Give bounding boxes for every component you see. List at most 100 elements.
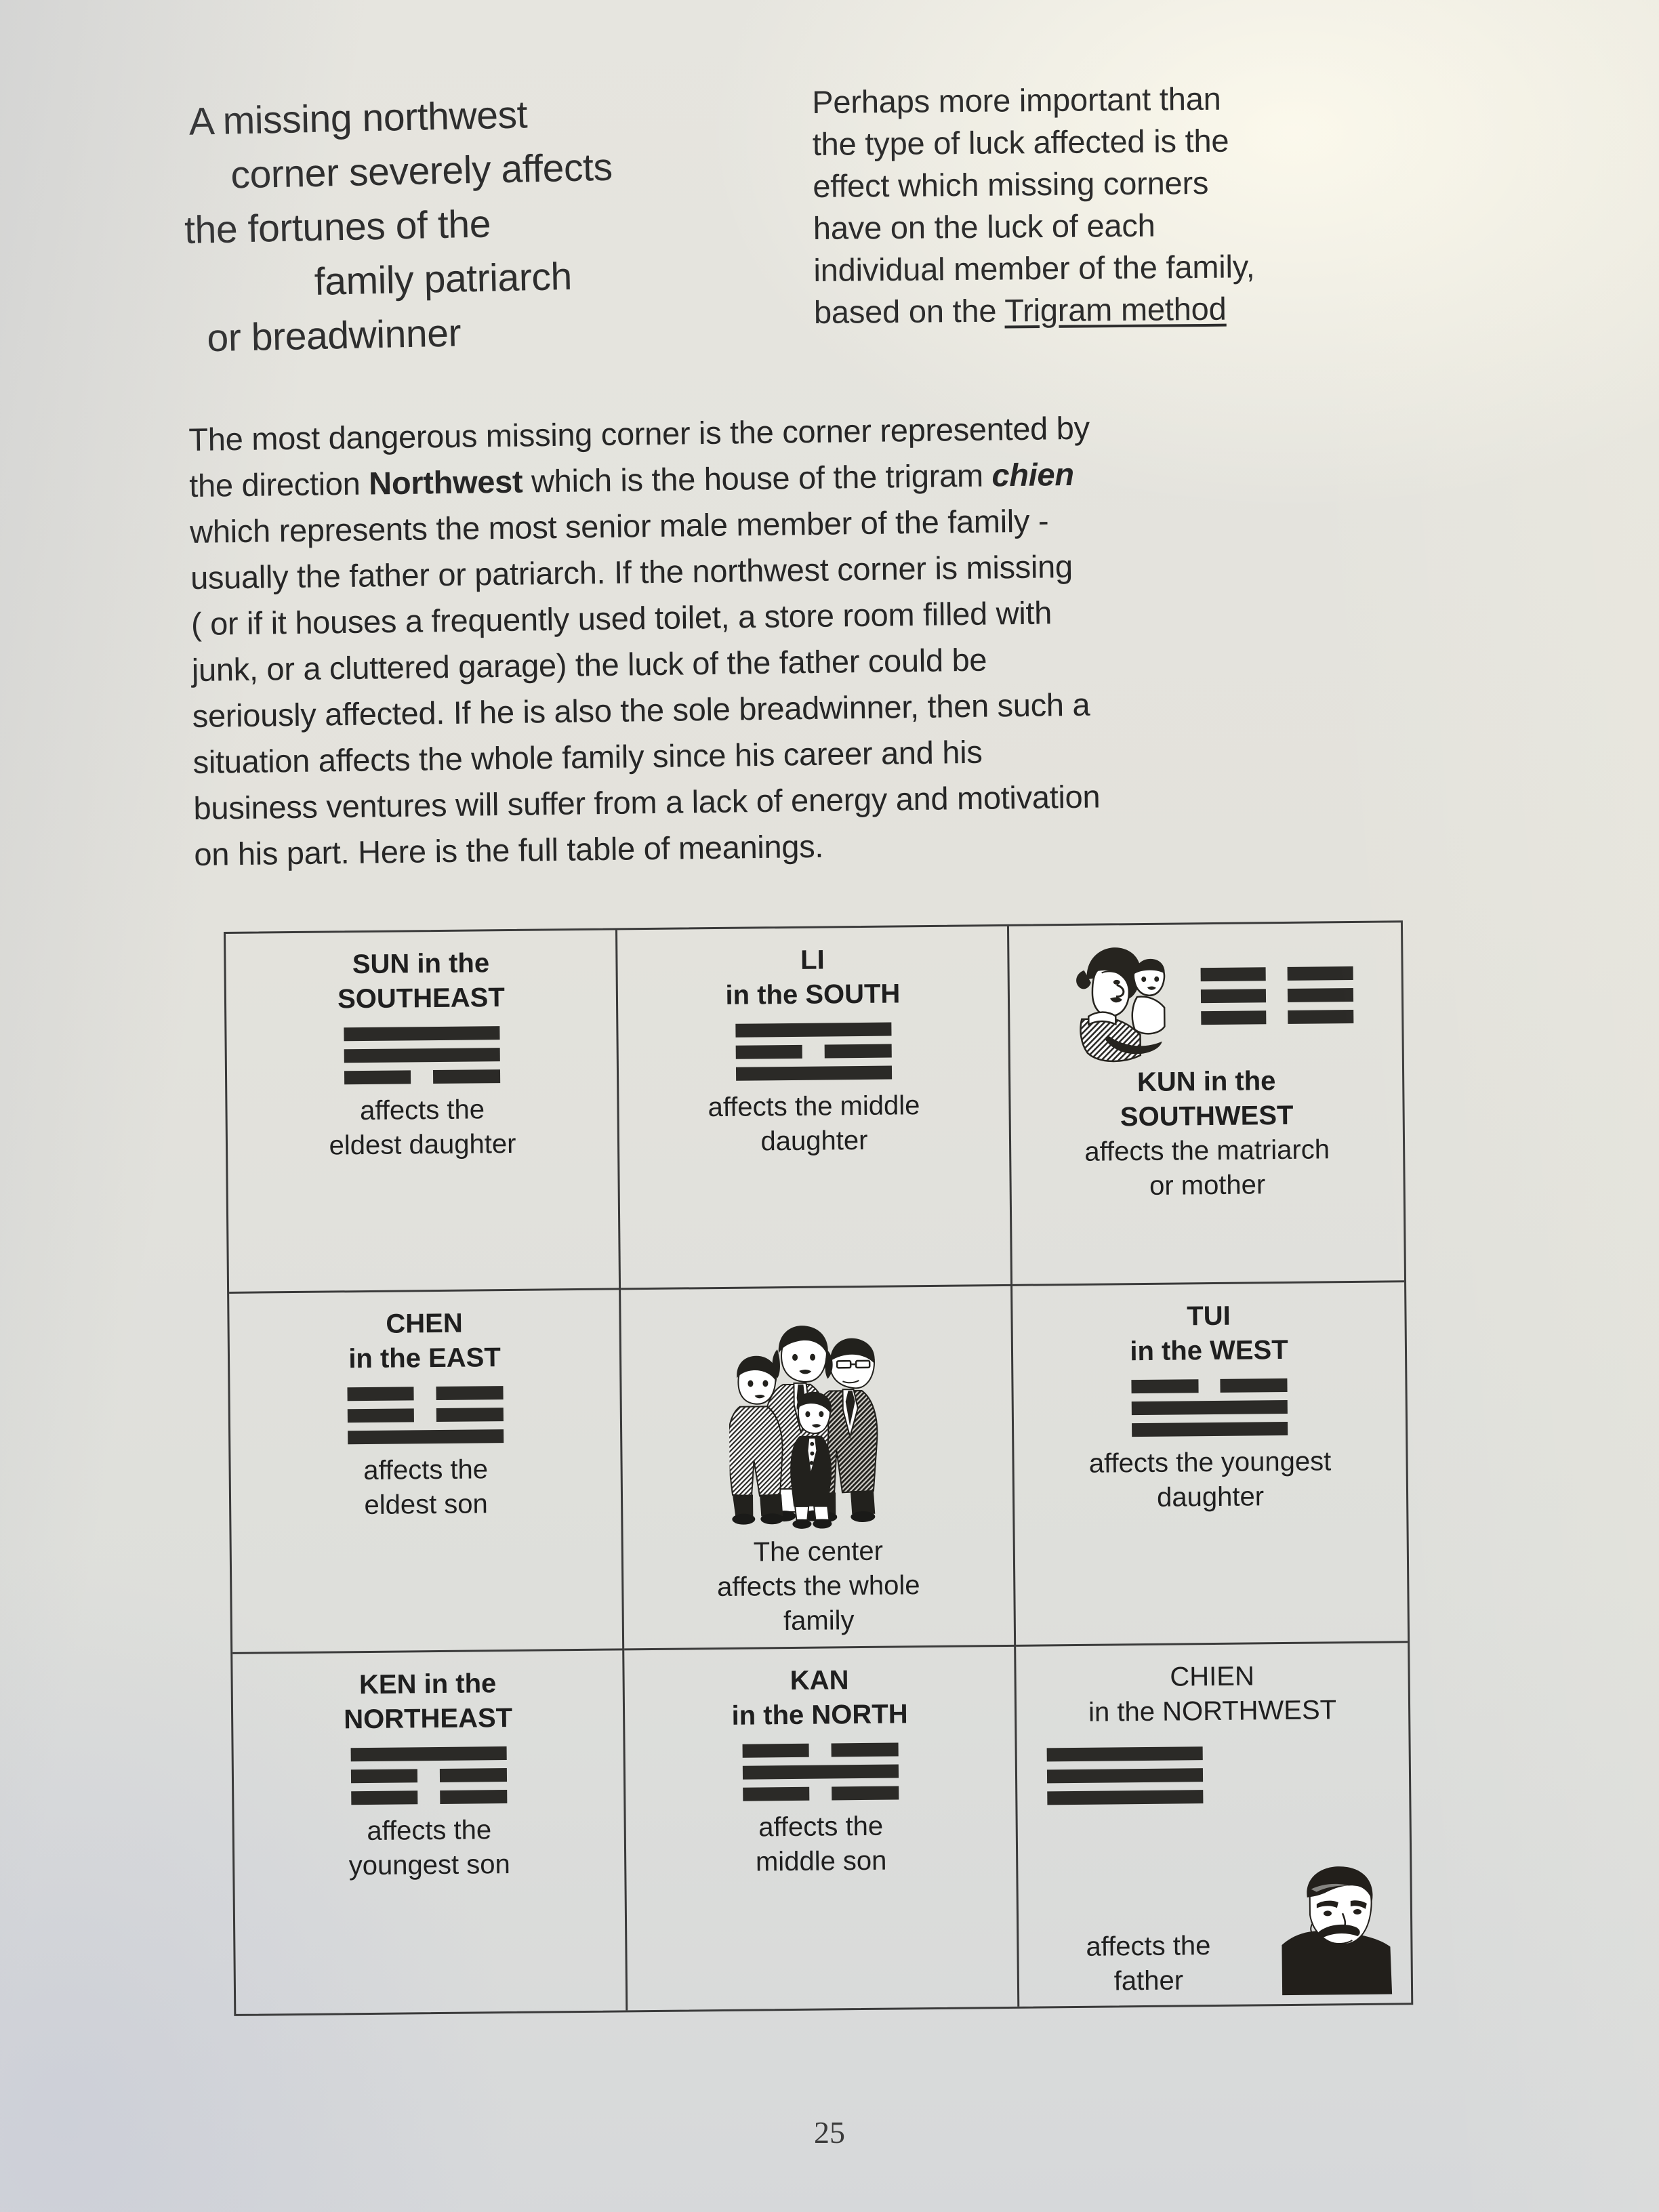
trigram-line-2-broken: [1200, 988, 1353, 1003]
cell-spacer: [430, 1883, 431, 2005]
cell-description-line: eldest daughter: [329, 1128, 516, 1161]
cell-title-line: KEN in the: [359, 1668, 497, 1700]
emphasis-italic: chien: [991, 455, 1075, 493]
cell-illustration-mother-and-child: [1058, 939, 1195, 1066]
cell-title-line: SOUTHWEST: [1120, 1100, 1294, 1132]
cell-title-line: in the NORTHWEST: [1088, 1694, 1337, 1727]
text-run: situation affects the whole family since…: [192, 733, 983, 780]
text-run: on his part. Here is the full table of m…: [194, 827, 824, 872]
trigram-li-south: [735, 1023, 892, 1081]
heading-right-line-4: have on the luck of each: [813, 207, 1155, 246]
trigram-method-prefix: based on the: [813, 292, 1005, 330]
cell-description-line: daughter: [760, 1125, 868, 1157]
father-portrait-icon: [1282, 1866, 1393, 1996]
heading-right-line-1: Perhaps more important than: [812, 80, 1221, 120]
kun-illustration-and-trigram: [1020, 937, 1391, 1066]
trigram-line-3-solid: [735, 1066, 891, 1081]
trigram-kan-north: [742, 1742, 899, 1801]
trigram-line-2-solid: [1047, 1768, 1203, 1783]
cell-description-line: middle son: [755, 1845, 887, 1877]
text-run: which represents the most senior male me…: [189, 502, 1049, 550]
trigram-ken-northeast: [350, 1746, 507, 1805]
cell-description-line: or mother: [1149, 1170, 1266, 1201]
cell-title-line: TUI: [1187, 1301, 1231, 1332]
cell-title-line: KUN in the: [1136, 1066, 1276, 1098]
cell-illustration-family-group: [727, 1311, 906, 1536]
emphasis-bold: Northwest: [368, 463, 523, 501]
trigram-sun-southeast: [344, 1026, 500, 1084]
trigram-line-3-solid: [1132, 1422, 1288, 1437]
trigram-line-3-solid: [348, 1429, 504, 1444]
trigram-line-1-solid: [344, 1026, 499, 1041]
cell-description-line: affects the: [363, 1454, 489, 1486]
cell-description-line: affects the: [367, 1814, 492, 1846]
cell-description-line: family: [783, 1605, 855, 1637]
cell-description-line: eldest son: [364, 1489, 488, 1521]
cell-description-line: daughter: [1156, 1481, 1265, 1513]
trigram-line-2-solid: [344, 1048, 499, 1063]
text-run: seriously affected. If he is also the so…: [192, 686, 1090, 734]
trigram-tui-west: [1131, 1378, 1288, 1437]
cell-description-line: affects the: [758, 1811, 884, 1843]
trigram-line-2-broken: [350, 1768, 506, 1783]
cell-title-line: CHEN: [386, 1308, 463, 1340]
family-group-icon: [727, 1326, 878, 1530]
trigram-line-3-broken: [743, 1786, 899, 1801]
body-paragraph: The most dangerous missing corner is the…: [188, 401, 1408, 878]
trigram-kun-southwest: [1200, 966, 1353, 1025]
cell-description-line: affects the: [1086, 1931, 1211, 1962]
cell-illustration-father-portrait: [1270, 1864, 1400, 1997]
cell-title-line: NORTHEAST: [343, 1702, 513, 1735]
trigram-line-1-solid: [735, 1023, 891, 1038]
text-run: The most dangerous missing corner is the…: [188, 409, 1090, 457]
trigram-line-2-solid: [1132, 1400, 1288, 1415]
cell-spacer: [1210, 1515, 1212, 1635]
cell-description-line: The center: [753, 1536, 884, 1568]
trigram-line-3-broken: [1201, 1010, 1353, 1025]
trigram-line-1-broken: [347, 1386, 503, 1401]
heading-right-line-5: individual member of the family,: [813, 248, 1255, 288]
trigram-line-2-broken: [735, 1044, 891, 1059]
text-run: ( or if it houses a frequently used toil…: [190, 594, 1052, 642]
heading-left: A missing northwest corner severely affe…: [182, 82, 797, 366]
cell-description-line: affects the: [359, 1094, 485, 1126]
cell-title-line: LI: [800, 945, 825, 975]
cell-description-line: affects the youngest: [1088, 1446, 1332, 1479]
cell-description-line: affects the whole: [716, 1570, 920, 1603]
trigram-line-2-solid: [742, 1764, 898, 1779]
cell-spacer: [815, 1159, 816, 1279]
trigram-method-link[interactable]: Trigram method: [1004, 290, 1227, 329]
heading-right-line-2: the type of luck affected is the: [812, 122, 1229, 162]
heading-right: Perhaps more important than the type of …: [812, 76, 1410, 333]
text-run: usually the father or patriarch. If the …: [190, 548, 1073, 596]
mother-and-child-icon: [1076, 947, 1166, 1063]
trigram-line-1-broken: [1131, 1378, 1287, 1393]
cell-title-line: KAN: [790, 1664, 849, 1696]
cell-spacer: [821, 1879, 823, 2001]
text-run: the direction: [188, 465, 369, 504]
